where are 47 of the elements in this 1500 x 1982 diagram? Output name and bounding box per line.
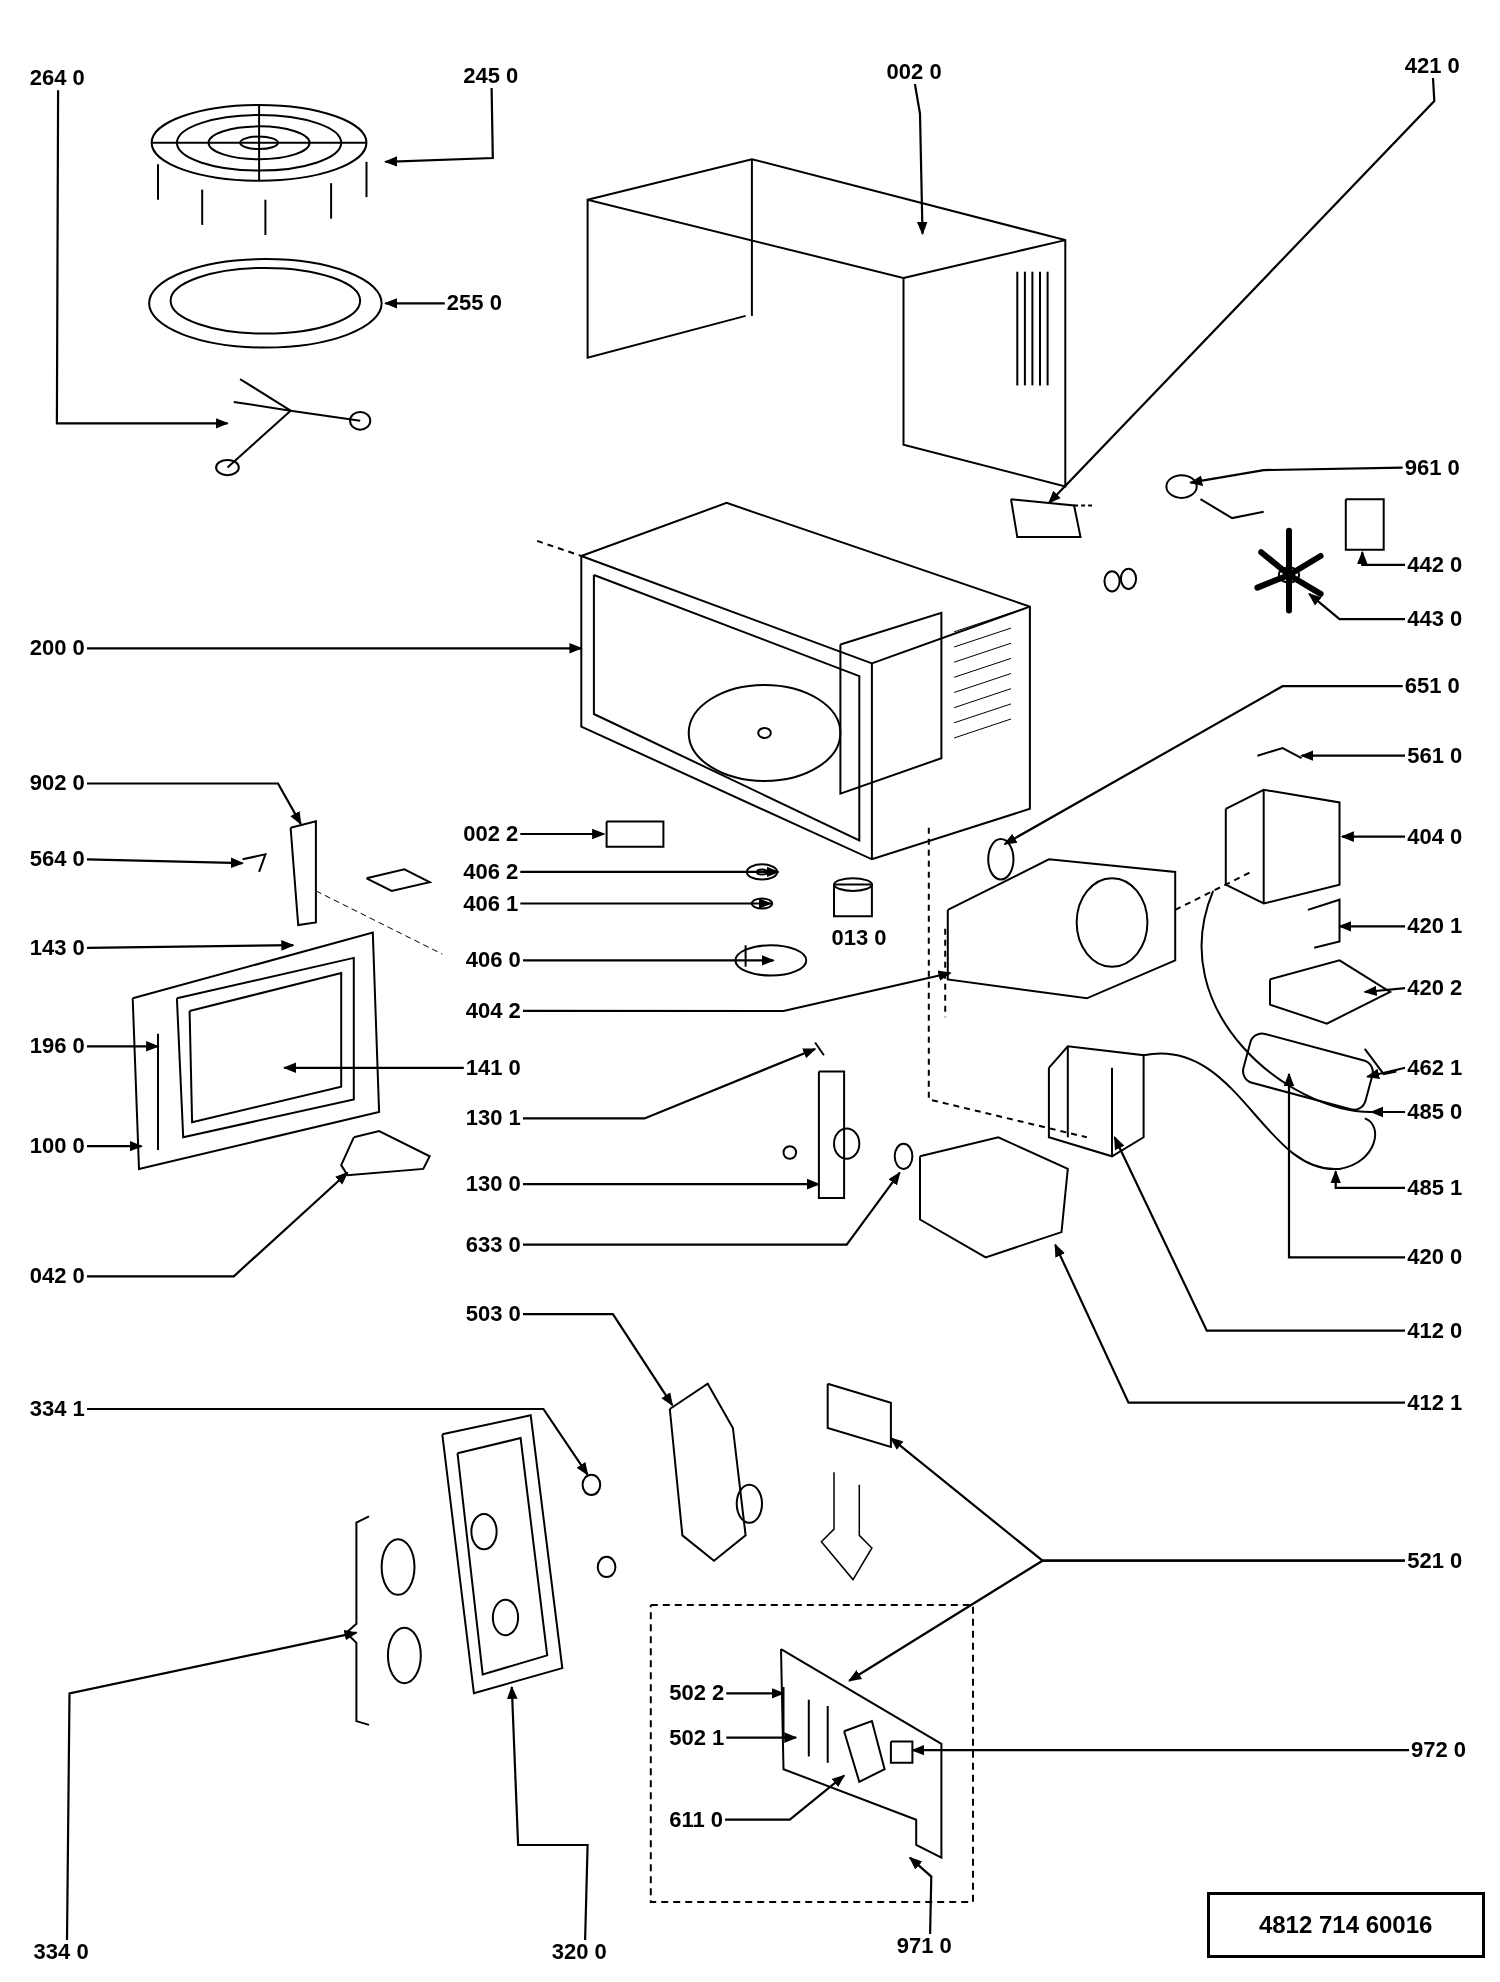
leader-line: [908, 1856, 933, 1935]
leader-line: [1366, 1066, 1406, 1080]
leader-line: [65, 1630, 358, 1941]
leader-line: [1054, 1243, 1406, 1404]
leader-line: [726, 1732, 798, 1743]
leader-line: [522, 1313, 674, 1407]
leader-line: [1363, 985, 1406, 997]
leader-line: [86, 857, 244, 869]
leader-line: [384, 298, 445, 309]
leader-line: [86, 1140, 143, 1152]
leader-line: [86, 643, 583, 654]
leader-line: [1357, 550, 1406, 566]
leader-line: [86, 1407, 589, 1476]
leader-line: [1308, 593, 1406, 621]
leader-line: [1340, 831, 1406, 842]
leader-line: [848, 1559, 1406, 1682]
leader-line: [522, 1171, 901, 1246]
leader-line: [911, 1744, 1409, 1756]
leader-line: [913, 83, 928, 236]
leader-line: [520, 866, 780, 878]
leader-line: [520, 828, 606, 840]
leader-line: [522, 955, 775, 966]
leader-line: [1003, 685, 1403, 846]
leader-line: [726, 1688, 785, 1699]
leader-line: [522, 1047, 817, 1120]
leader-line: [1330, 1170, 1406, 1189]
leader-line: [86, 782, 302, 826]
leader-line: [1283, 1072, 1406, 1259]
leader-line: [1048, 77, 1436, 504]
leader-line: [1300, 750, 1406, 761]
leader-line: [1189, 466, 1403, 486]
leader-line: [384, 87, 494, 167]
leader-line: [55, 90, 229, 429]
leader-line: [507, 1685, 589, 1941]
drawing-number-box: 4812 714 60016: [1206, 1891, 1485, 1959]
leader-line: [283, 1062, 464, 1074]
leader-line: [86, 940, 295, 951]
leader-line: [86, 1171, 349, 1278]
leader-line: [1113, 1136, 1406, 1332]
part-number-label: 013 0: [831, 925, 887, 950]
leader-line: [1369, 1106, 1406, 1118]
leader-line: [86, 1041, 160, 1052]
leader-line: [520, 898, 773, 909]
leader-line: [725, 1774, 846, 1821]
leader-line: [522, 970, 952, 1013]
leader-line: [522, 1178, 821, 1190]
leader-line: [1338, 921, 1406, 932]
